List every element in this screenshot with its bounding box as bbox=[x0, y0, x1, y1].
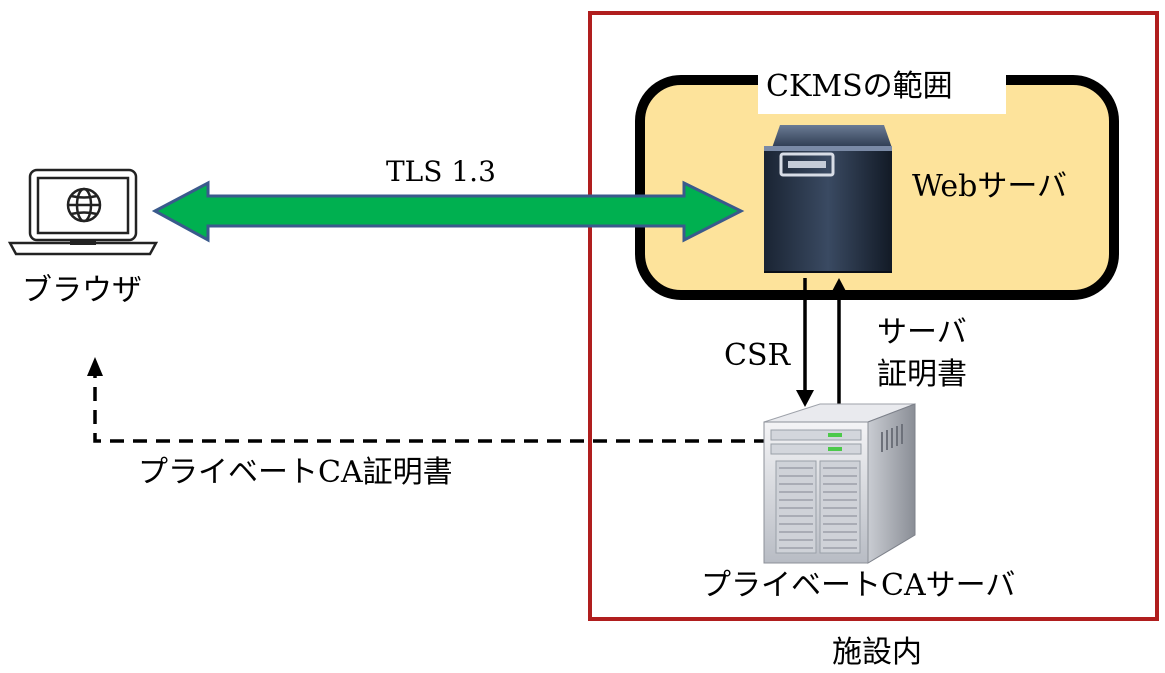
ckms-scope-label: CKMSの範囲 bbox=[766, 69, 953, 104]
tls-bidirectional-arrow bbox=[151, 180, 745, 243]
private-ca-cert-label: プライベートCA証明書 bbox=[138, 455, 453, 490]
laptop-globe-icon bbox=[7, 168, 159, 256]
browser-label: ブラウザ bbox=[22, 273, 142, 308]
csr-arrow bbox=[796, 278, 814, 407]
ckms-title-background bbox=[758, 64, 1006, 114]
web-server-label: Webサーバ bbox=[912, 169, 1068, 204]
private-ca-cert-arrowhead bbox=[87, 357, 103, 376]
private-ca-cert-dashed-arrow bbox=[93, 372, 768, 443]
facility-boundary bbox=[588, 11, 1159, 621]
rack-server-icon bbox=[763, 403, 916, 564]
server-cert-label-line2: 証明書 bbox=[877, 357, 967, 392]
tls-label: TLS 1.3 bbox=[386, 155, 496, 188]
server-cert-arrow bbox=[830, 278, 848, 405]
private-ca-server-label: プライベートCAサーバ bbox=[701, 568, 1016, 603]
server-cert-label-line1: サーバ bbox=[877, 315, 967, 350]
csr-label: CSR bbox=[724, 338, 791, 373]
web-server-tower-icon bbox=[764, 125, 892, 273]
facility-label: 施設内 bbox=[832, 635, 922, 670]
